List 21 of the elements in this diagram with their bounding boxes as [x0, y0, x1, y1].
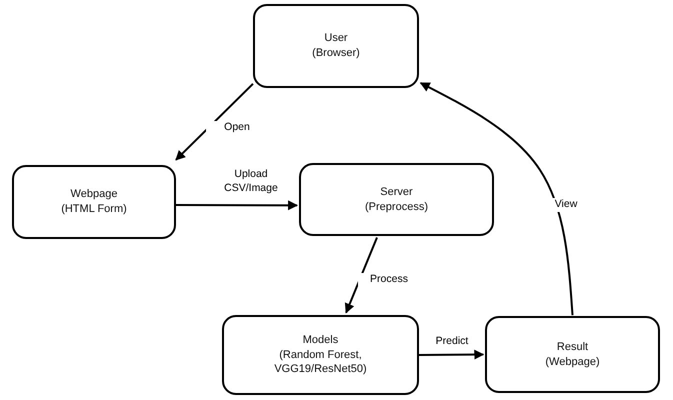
node-text: (HTML Form) — [61, 202, 127, 217]
process-box — [12, 165, 176, 239]
arrow — [420, 82, 574, 316]
process-box — [485, 316, 660, 393]
node-text: Server — [380, 184, 413, 200]
arrow — [176, 200, 298, 210]
arrow — [344, 237, 378, 314]
node-text: User — [324, 31, 348, 46]
process-box — [253, 4, 419, 88]
node-text: (Preprocess) — [365, 200, 428, 214]
edge-label: Upload CSV/Image — [223, 168, 279, 196]
node-text: (Browser) — [312, 46, 360, 61]
node-text: (Webpage) — [545, 354, 600, 370]
node-text: (Random Forest, VGG19/ResNet50) — [273, 348, 368, 378]
node-text: Models — [302, 332, 338, 348]
process-box — [222, 315, 419, 395]
node-text: Result — [556, 340, 588, 354]
arrow — [419, 350, 484, 360]
arrow — [175, 83, 254, 161]
process-box — [299, 163, 494, 236]
node-text: Webpage — [70, 187, 118, 202]
